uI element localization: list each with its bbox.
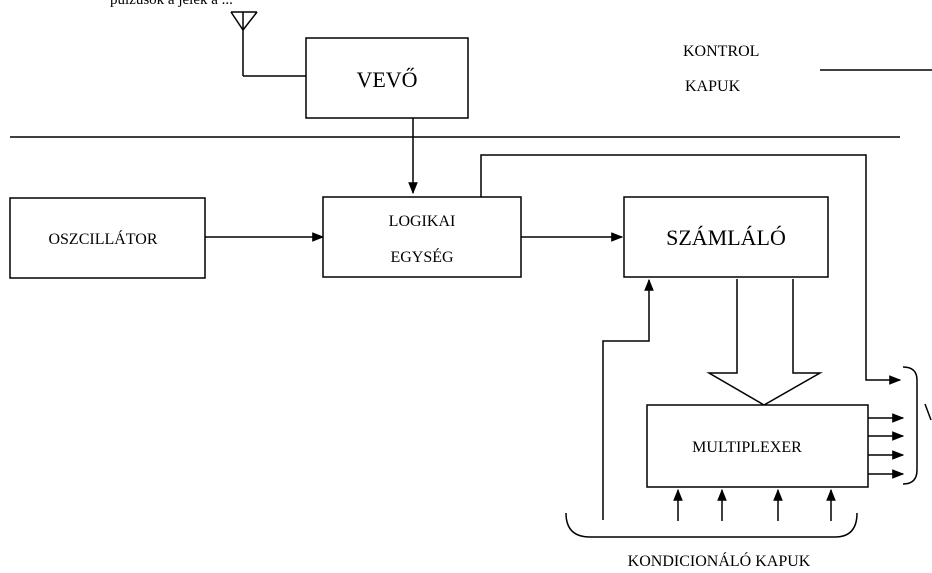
control-label-line1: KONTROL [683,43,759,60]
oscillator-block: OSZCILLÁTOR [9,197,206,279]
receiver-label: VEVŐ [356,67,417,92]
cropped-edge-glyph [924,403,932,421]
multiplexer-label: MULTIPLEXER [692,439,802,456]
logic-unit-block: LOGIKAI EGYSÉG [322,196,522,278]
control-label-line2: KAPUK [685,78,741,95]
conditioning-brace [565,512,858,538]
logic-top-feedback-line [480,154,902,385]
output-brace [902,366,918,485]
conditioning-to-counter-arrow [602,278,654,520]
oscillator-label: OSZCILLÁTOR [48,229,157,248]
antenna-icon [230,11,306,77]
logic-unit-label-line2: EGYSÉG [390,247,454,266]
receiver-block: VEVŐ [305,37,469,119]
multiplexer-block: MULTIPLEXER [646,404,869,488]
cropped-top-text: pulzusok a jelek a ... [110,0,233,8]
conditioning-gates-label: KONDICIONÁLÓ KAPUK [628,551,811,570]
counter-label: SZÁMLÁLÓ [666,225,786,250]
counter-block: SZÁMLÁLÓ [623,196,829,278]
bus-arrow [706,279,823,406]
logic-unit-label-line1: LOGIKAI [389,213,456,230]
